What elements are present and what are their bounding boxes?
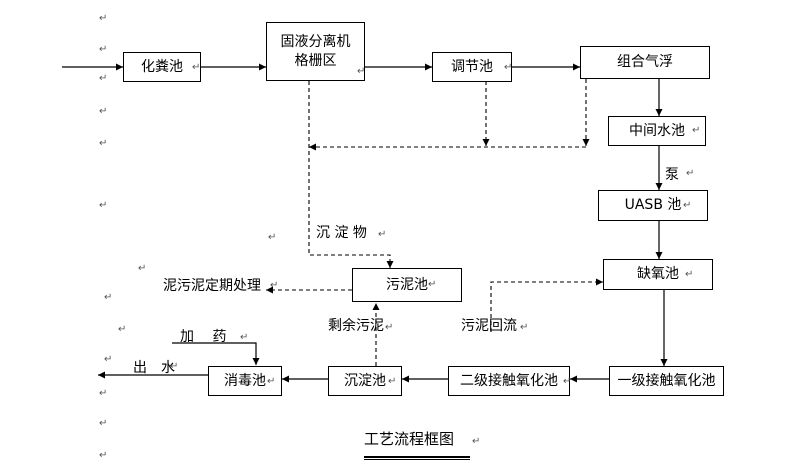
separator-label-line2: 格栅区 [294, 52, 337, 69]
uasb-label: UASB 池 [624, 197, 682, 214]
solid-liquid-separator-node: 固液分离机 格栅区 [266, 22, 365, 81]
paragraph-mark: ↵ [520, 322, 529, 333]
paragraph-mark: ↵ [685, 269, 694, 280]
paragraph-mark: ↵ [385, 322, 394, 333]
paragraph-mark: ↵ [388, 376, 397, 387]
paragraph-mark: ↵ [192, 62, 201, 73]
intermediate-tank-node: 中间水池 [608, 116, 706, 146]
sludge-disposal-label: 泥污泥定期处理 [163, 278, 261, 294]
air-flotation-node: 组合气浮 [580, 46, 710, 79]
septic-tank-node: 化粪池 [123, 52, 201, 82]
title-underline [364, 456, 470, 460]
paragraph-mark: ↵ [99, 138, 108, 149]
paragraph-mark: ↵ [99, 450, 108, 461]
outlet-label: 出 水 [133, 360, 175, 376]
paragraph-mark: ↵ [99, 73, 108, 84]
paragraph-mark: ↵ [99, 106, 108, 117]
paragraph-mark: ↵ [118, 324, 127, 335]
paragraph-mark: ↵ [99, 200, 108, 211]
paragraph-mark: ↵ [99, 418, 108, 429]
regulating-tank-label: 调节池 [451, 58, 493, 75]
sludge-return-label: 污泥回流 [461, 318, 517, 334]
arrow-dosing [172, 342, 260, 365]
paragraph-mark: ↵ [428, 279, 437, 290]
disinfection-tank-label: 消毒池 [224, 372, 266, 389]
paragraph-mark: ↵ [268, 232, 277, 243]
paragraph-mark: ↵ [104, 292, 113, 303]
disinfection-tank-node: 消毒池 [208, 366, 282, 396]
intermediate-tank-label: 中间水池 [629, 122, 685, 139]
excess-sludge-label: 剩余污泥 [328, 318, 384, 334]
paragraph-mark: ↵ [692, 125, 701, 136]
paragraph-mark: ↵ [686, 168, 695, 179]
sediment-label: 沉 淀 物 [316, 225, 367, 241]
paragraph-mark: ↵ [240, 332, 249, 343]
paragraph-mark: ↵ [683, 200, 692, 211]
air-flotation-label: 组合气浮 [617, 54, 673, 71]
regulating-tank-node: 调节池 [432, 52, 512, 82]
contact-oxidation-1-node: 一级接触氧化池 [609, 366, 724, 396]
contact-oxidation-2-node: 二级接触氧化池 [448, 366, 570, 396]
paragraph-mark: ↵ [378, 229, 387, 240]
paragraph-mark: ↵ [99, 388, 108, 399]
dosing-label: 加 药 [180, 329, 227, 345]
anoxic-tank-label: 缺氧池 [637, 266, 679, 283]
pump-label: 泵 [665, 167, 679, 183]
paragraph-mark: ↵ [99, 44, 108, 55]
septic-tank-label: 化粪池 [141, 58, 183, 75]
paragraph-mark: ↵ [357, 66, 366, 77]
dash-sludge-return [490, 278, 603, 332]
separator-label-line1: 固液分离机 [280, 33, 351, 50]
anoxic-tank-node: 缺氧池 [603, 259, 713, 290]
uasb-node: UASB 池 [598, 190, 708, 221]
sedimentation-tank-label: 沉淀池 [344, 372, 386, 389]
sedimentation-tank-node: 沉淀池 [328, 366, 402, 396]
paragraph-mark: ↵ [104, 354, 113, 365]
paragraph-mark: ↵ [563, 376, 572, 387]
dash-sediment-to-sludge [308, 81, 394, 268]
sludge-tank-label: 污泥池 [386, 276, 428, 293]
paragraph-mark: ↵ [99, 13, 108, 24]
contact-oxidation-1-label: 一级接触氧化池 [617, 372, 716, 389]
paragraph-mark: ↵ [504, 62, 513, 73]
paragraph-mark: ↵ [472, 436, 481, 447]
contact-oxidation-2-label: 二级接触氧化池 [460, 372, 558, 389]
sludge-tank-node: 污泥池 [352, 268, 462, 302]
paragraph-mark: ↵ [170, 361, 179, 372]
paragraph-mark: ↵ [270, 280, 279, 291]
paragraph-mark: ↵ [267, 376, 276, 387]
paragraph-mark: ↵ [138, 263, 147, 274]
diagram-title: 工艺流程框图 [364, 430, 455, 448]
